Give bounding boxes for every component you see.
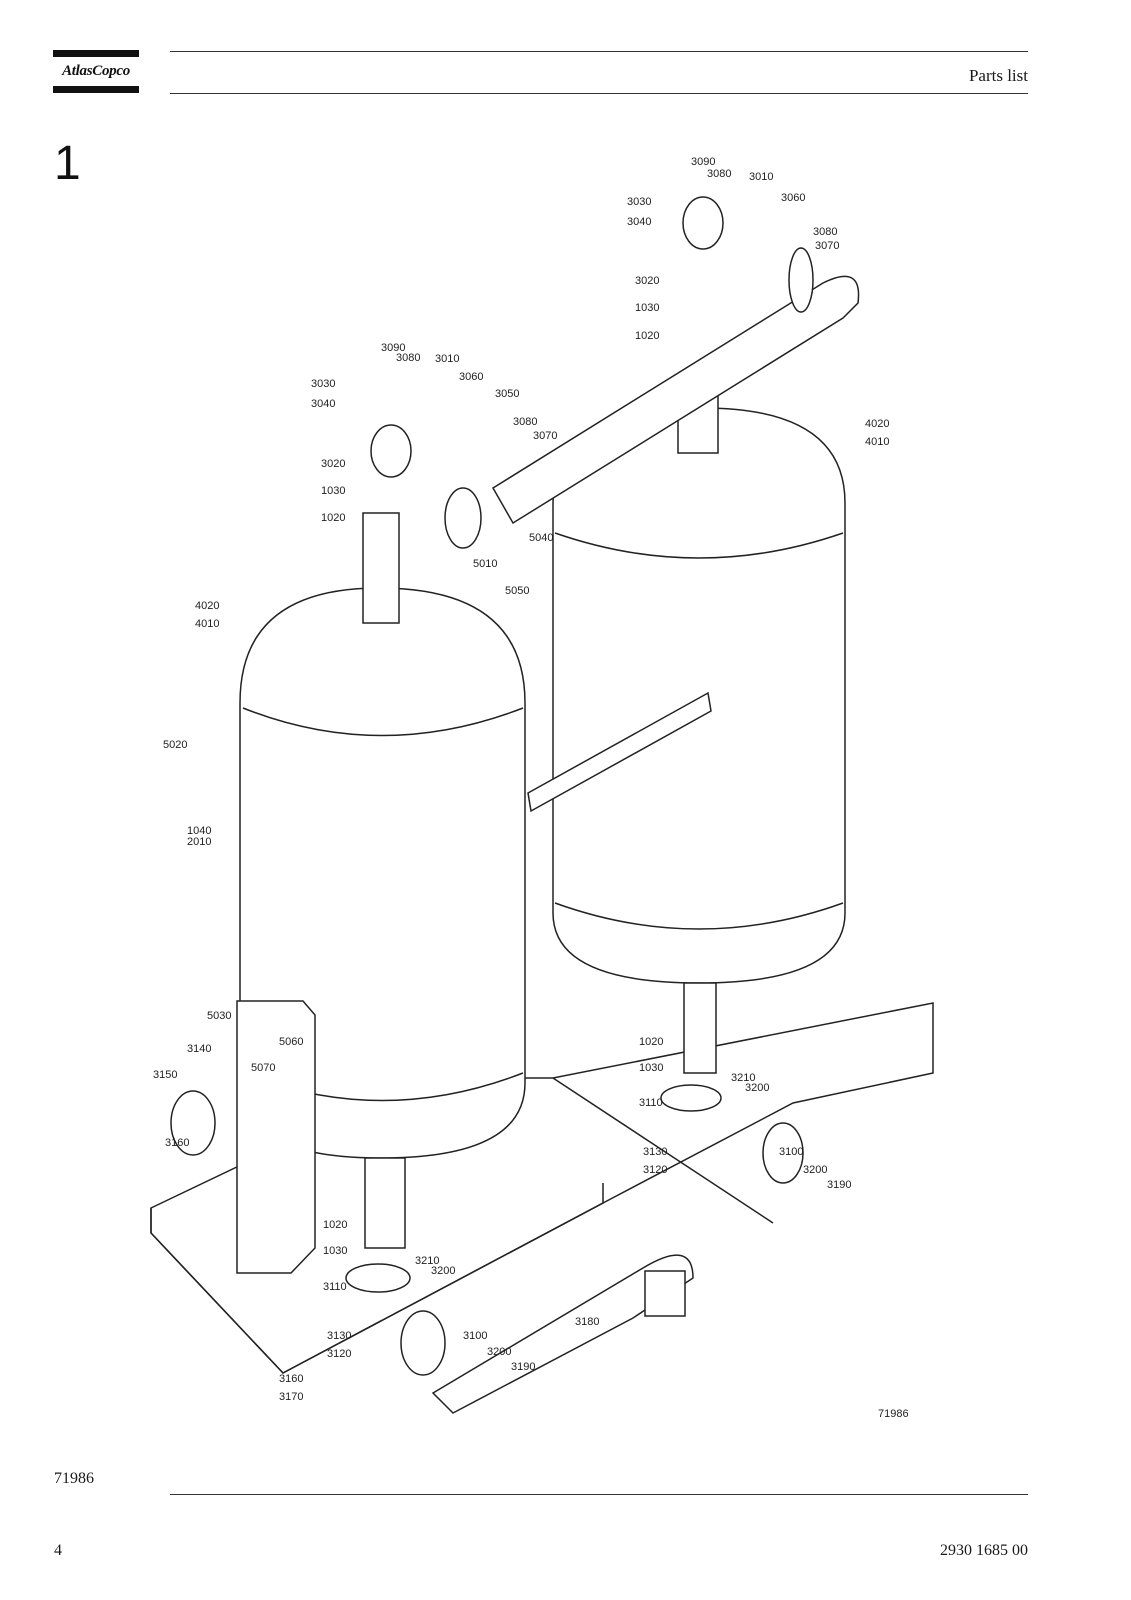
callout-label: 3070 <box>533 430 557 442</box>
callout-label: 1040 <box>187 825 211 837</box>
callout-label: 3130 <box>327 1330 351 1342</box>
callout-label: 1020 <box>321 512 345 524</box>
callout-label: 3060 <box>781 192 805 204</box>
callout-label: 3200 <box>431 1265 455 1277</box>
callout-label: 3190 <box>827 1179 851 1191</box>
right-vessel <box>552 407 846 984</box>
callout-label: 1030 <box>635 302 659 314</box>
header-rule-top <box>170 51 1028 52</box>
left-vessel-top-pipe <box>362 512 400 624</box>
figure-id-label: 71986 <box>878 1408 909 1420</box>
callout-label: 3010 <box>435 353 459 365</box>
upper-right-flange <box>788 247 814 313</box>
callout-label: 4020 <box>195 600 219 612</box>
callout-label: 3080 <box>707 168 731 180</box>
atlas-copco-logo: AtlasCopco <box>53 50 139 94</box>
callout-label: 3030 <box>311 378 335 390</box>
callout-label: 3180 <box>575 1316 599 1328</box>
callout-label: 3100 <box>463 1330 487 1342</box>
callout-label: 3020 <box>321 458 345 470</box>
logo-bar-top <box>53 50 139 57</box>
callout-label: 3090 <box>691 156 715 168</box>
callout-label: 3150 <box>153 1069 177 1081</box>
callout-label: 3010 <box>749 171 773 183</box>
callout-label: 3110 <box>323 1281 347 1293</box>
support-leg <box>236 1000 316 1274</box>
top-right-pipe-flange <box>444 487 482 549</box>
section-number: 1 <box>54 137 81 190</box>
right-vessel-bottom-pipe <box>683 982 717 1074</box>
top-elbow-right <box>682 196 724 250</box>
callout-label: 5010 <box>473 558 497 570</box>
callout-label: 5060 <box>279 1036 303 1048</box>
bottom-gasket-left <box>345 1263 411 1293</box>
left-vessel-bottom-pipe <box>364 1157 406 1249</box>
top-right-pipe <box>491 275 860 525</box>
callout-label: 3030 <box>627 196 651 208</box>
callout-label: 3080 <box>513 416 537 428</box>
callout-label: 5070 <box>251 1062 275 1074</box>
vessel-strut <box>527 691 712 813</box>
callout-label: 3200 <box>745 1082 769 1094</box>
base-frame-cross <box>552 1077 774 1224</box>
header-rule-bottom <box>170 93 1028 94</box>
bottom-flange-right <box>762 1122 804 1184</box>
callout-label: 1020 <box>639 1036 663 1048</box>
manifold-outlet <box>644 1270 686 1317</box>
callout-label: 4010 <box>195 618 219 630</box>
callout-label: 3200 <box>487 1346 511 1358</box>
logo-bar-bottom <box>53 86 139 93</box>
callout-label: 3120 <box>643 1164 667 1176</box>
callout-label: 3140 <box>187 1043 211 1055</box>
callout-label: 1030 <box>323 1245 347 1257</box>
footer-rule <box>170 1494 1028 1495</box>
callout-label: 1020 <box>635 330 659 342</box>
callout-label: 3210 <box>731 1072 755 1084</box>
callout-label: 5020 <box>163 739 187 751</box>
callout-label: 3060 <box>459 371 483 383</box>
callout-label: 4020 <box>865 418 889 430</box>
callout-label: 3170 <box>279 1391 303 1403</box>
callout-label: 3080 <box>813 226 837 238</box>
callout-label: 5050 <box>505 585 529 597</box>
callout-label: 3100 <box>779 1146 803 1158</box>
callout-label: 4010 <box>865 436 889 448</box>
callout-label: 3120 <box>327 1348 351 1360</box>
callout-label: 2010 <box>187 836 211 848</box>
callout-label: 3040 <box>627 216 651 228</box>
callout-label: 3040 <box>311 398 335 410</box>
callout-label: 1030 <box>639 1062 663 1074</box>
callout-label: 5030 <box>207 1010 231 1022</box>
header-title: Parts list <box>968 66 1028 85</box>
side-flange-left <box>170 1090 216 1156</box>
callout-label: 3050 <box>495 388 519 400</box>
figure-caption: 71986 <box>54 1470 94 1487</box>
document-number: 2930 1685 00 <box>940 1542 1028 1559</box>
callout-label: 3080 <box>396 352 420 364</box>
callout-label: 3130 <box>643 1146 667 1158</box>
callout-label: 1030 <box>321 485 345 497</box>
callout-label: 3160 <box>165 1137 189 1149</box>
callout-label: 3090 <box>381 342 405 354</box>
top-elbow-left <box>370 424 412 478</box>
callout-label: 3020 <box>635 275 659 287</box>
callout-label: 5040 <box>529 532 553 544</box>
callout-label: 3190 <box>511 1361 535 1373</box>
callout-labels: 3090 3080 3010 3060 3030 3040 3080 3070 … <box>153 156 909 1420</box>
callout-label: 3160 <box>279 1373 303 1385</box>
callout-label: 3070 <box>815 240 839 252</box>
base-frame-front <box>150 1183 604 1374</box>
bottom-flange-left <box>400 1310 446 1376</box>
callout-label: 3200 <box>803 1164 827 1176</box>
callout-label: 3110 <box>639 1097 663 1109</box>
callout-label: 1020 <box>323 1219 347 1231</box>
callout-label: 3210 <box>415 1255 439 1267</box>
logo-text: AtlasCopco <box>62 63 130 79</box>
exploded-view-drawing: 3090 3080 3010 3060 3030 3040 3080 3070 … <box>150 156 934 1420</box>
bottom-gasket-right <box>660 1084 722 1112</box>
page-number: 4 <box>54 1542 62 1559</box>
